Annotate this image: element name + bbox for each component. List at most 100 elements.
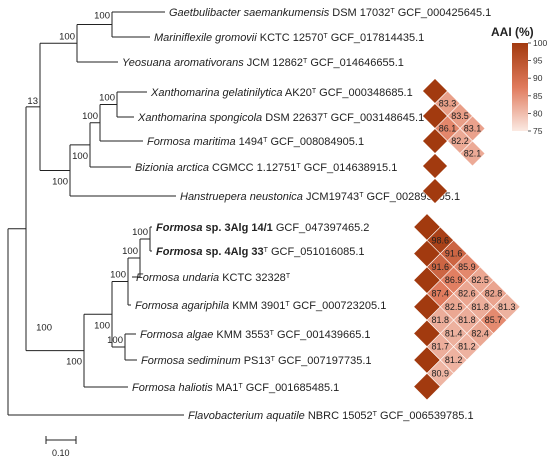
type-strain-mark: T (323, 33, 328, 40)
strain: NBRC 15052 (305, 410, 373, 422)
heatmap-cell-value: 82.5 (445, 302, 463, 312)
taxon-name: Formosa haliotis (132, 382, 213, 394)
taxon-label: Formosa algae KMM 3553T GCF_001439665.1 (140, 329, 371, 341)
strain: JCM 12862 (244, 57, 303, 69)
heatmap-cell-value: 81.4 (445, 328, 463, 338)
legend-tick-label: 100 (533, 38, 547, 48)
legend-tick-label: 90 (533, 73, 543, 83)
bootstrap-value: 100 (122, 246, 138, 257)
accession: GCF_008084905.1 (267, 136, 364, 148)
taxon-name: Formosa algae (140, 329, 213, 341)
strain: KCTC 32328 (219, 272, 286, 284)
scale-bar: 0.10 (45, 436, 77, 458)
taxon-name: Formosa undaria (136, 272, 219, 284)
heatmap-diagonal-cell (422, 178, 448, 204)
legend-colorbar (512, 43, 528, 131)
strain: 1494 (236, 136, 264, 148)
heatmap-cell (459, 140, 486, 167)
heatmap-cell-value: 83.1 (464, 124, 482, 134)
heatmap-cell-value: 82.6 (458, 289, 476, 299)
heatmap-cell-value: 82.2 (451, 136, 469, 146)
taxon-label: Hanstruepera neustonica JCM19743T GCF_00… (180, 191, 460, 203)
strain: KMM 3901 (229, 300, 285, 312)
accession: GCF_051016085.1 (268, 246, 365, 258)
heatmap-cell-value: 82.5 (471, 275, 489, 285)
taxon-name: Bizionia arctica (135, 162, 209, 174)
taxon-name: Gaetbulibacter saemankumensis (169, 7, 330, 19)
accession: GCF_006539785.1 (377, 410, 474, 422)
taxon-label: Xanthomarina gelatinilytica AK20T GCF_00… (150, 87, 413, 99)
bootstrap-value: 100 (59, 31, 75, 42)
strain: DSM 17032 (329, 7, 390, 19)
type-strain-mark: T (238, 383, 243, 390)
type-strain-mark: T (312, 88, 317, 95)
legend-title: AAI (%) (491, 25, 534, 39)
heatmap-cell-value: 81.8 (432, 315, 450, 325)
heatmap-cell-value: 86.9 (445, 275, 463, 285)
heatmap-cell-value: 87.4 (432, 289, 450, 299)
strain: DSM 22637 (262, 112, 323, 124)
taxon-labels: Gaetbulibacter saemankumensis DSM 17032T… (122, 7, 491, 422)
bootstrap-value: 100 (107, 335, 123, 346)
heatmap-cell-value: 81.2 (458, 342, 476, 352)
taxon-name: Formosa (156, 246, 202, 258)
taxon-name: Mariniflexile gromovii (154, 32, 257, 44)
heatmap-cell-value: 91.6 (432, 262, 450, 272)
heatmap-cell-value: 81.2 (445, 355, 463, 365)
taxon-label: Bizionia arctica CGMCC 1.12751T GCF_0146… (135, 162, 397, 174)
strain: MA1 (213, 382, 239, 394)
heatmap-cell (426, 359, 455, 388)
legend-tick-label: 85 (533, 91, 543, 101)
heatmap-cell (493, 293, 521, 321)
taxon-name: Xanthomarina gelatinilytica (150, 87, 282, 99)
heatmap-cell-value: 83.3 (439, 99, 457, 109)
accession: GCF_001439665.1 (274, 329, 371, 341)
heatmap-cell-value: 83.5 (451, 111, 469, 121)
legend-tick-label: 80 (533, 108, 543, 118)
taxon-label: Flavobacterium aquatile NBRC 15052T GCF_… (188, 410, 474, 422)
type-strain-mark: T (296, 163, 301, 170)
type-strain-mark: T (359, 192, 364, 199)
accession: GCF_017814435.1 (328, 32, 425, 44)
bootstrap-value: 100 (66, 357, 82, 368)
taxon-name: Formosa (156, 222, 202, 234)
taxon-label: Formosa sp. 4Alg 33T GCF_051016085.1 (156, 246, 365, 258)
type-strain-mark: T (286, 273, 291, 280)
type-strain-mark: T (285, 301, 290, 308)
taxon-label: Formosa haliotis MA1T GCF_001685485.1 (132, 382, 339, 394)
heatmap-cell-value: 80.9 (432, 368, 450, 378)
accession: GCF_047397465.2 (273, 222, 370, 234)
type-strain-mark: T (271, 356, 276, 363)
legend-tick-label: 75 (533, 126, 543, 136)
type-strain-mark: T (264, 247, 269, 254)
type-strain-mark: T (263, 137, 268, 144)
bootstrap-value: 13 (27, 96, 38, 107)
bootstrap-value: 100 (132, 227, 148, 238)
accession: GCF_014646655.1 (307, 57, 404, 69)
accession: GCF_000425645.1 (395, 7, 492, 19)
taxon-label: Xanthomarina spongicola DSM 22637T GCF_0… (137, 112, 424, 124)
taxon-name: Yeosuana aromativorans (122, 57, 244, 69)
aai-heatmap-formosa: 98.691.691.687.486.985.982.582.682.581.8… (413, 213, 521, 401)
bootstrap-value: 100 (94, 320, 110, 331)
accession: GCF_007197735.1 (275, 355, 372, 367)
accession: GCF_001685485.1 (243, 382, 340, 394)
taxon-name: Formosa maritima (147, 136, 236, 148)
taxon-label: Formosa sp. 3Alg 14/1 GCF_047397465.2 (156, 222, 369, 234)
bootstrap-value: 100 (99, 93, 115, 104)
taxon-label: Formosa maritima 1494T GCF_008084905.1 (147, 136, 364, 148)
taxon-label: Formosa undaria KCTC 32328T (136, 272, 291, 284)
heatmap-cell-value: 86.1 (439, 124, 457, 134)
heatmap-cell-value: 82.1 (464, 149, 482, 159)
accession: GCF_014638915.1 (301, 162, 398, 174)
scale-bar-label: 0.10 (52, 448, 70, 458)
heatmap-cell-value: 82.8 (485, 289, 503, 299)
strain: PS13 (241, 355, 271, 367)
strain: JCM19743 (303, 191, 359, 203)
type-strain-mark: T (270, 330, 275, 337)
heatmap-cell-value: 81.3 (498, 302, 516, 312)
strain: sp. 4Alg 33 (202, 246, 263, 258)
